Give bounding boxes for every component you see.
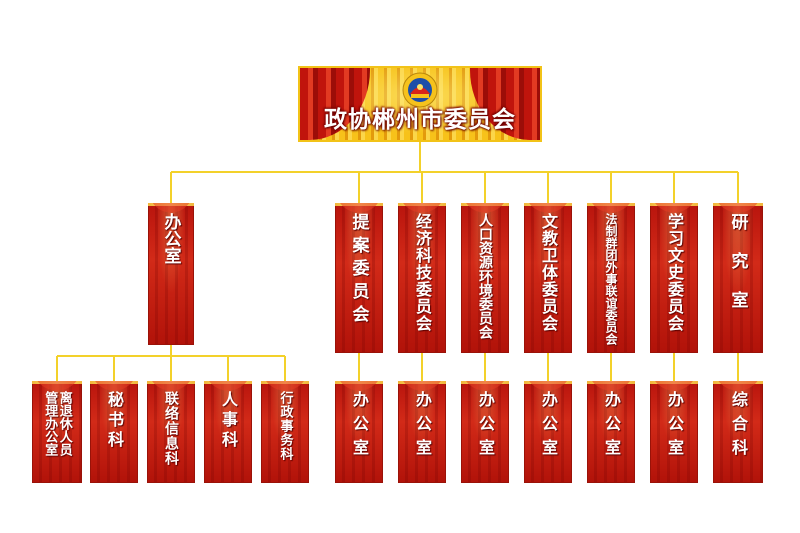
economy-office-node: 办公室 <box>398 381 446 483</box>
committee-history-node: 学习文史委员会 <box>650 203 698 353</box>
committee-economy-node: 经济科技委员会 <box>398 203 446 353</box>
research-office-node: 研究室 <box>713 203 763 353</box>
history-office-label: 办公室 <box>665 391 684 463</box>
culture-office-node: 办公室 <box>524 381 572 483</box>
retirees-office-label-a: 离退休人员 <box>56 391 72 456</box>
retirees-office-node: 离退休人员 管理办公室 <box>32 381 82 483</box>
committee-culture-node: 文教卫体委员会 <box>524 203 572 353</box>
research-office-label: 研究室 <box>727 213 748 330</box>
secretariat-node: 秘书科 <box>90 381 138 483</box>
general-section-node: 综合科 <box>713 381 763 483</box>
legal-office-label: 办公室 <box>602 391 621 463</box>
committee-proposal-node: 提案委员会 <box>335 203 383 353</box>
proposal-office-label: 办公室 <box>350 391 369 463</box>
header-banner: 政协郴州市委员会 <box>298 66 542 142</box>
general-section-label: 综合科 <box>729 391 748 463</box>
liaison-info-label: 联络信息科 <box>163 391 179 466</box>
proposal-office-node: 办公室 <box>335 381 383 483</box>
header-title: 政协郴州市委员会 <box>324 106 516 133</box>
liaison-info-node: 联络信息科 <box>147 381 195 483</box>
population-office-label: 办公室 <box>476 391 495 463</box>
personnel-node: 人事科 <box>204 381 252 483</box>
office-node: 办公室 <box>148 203 194 345</box>
history-office-node: 办公室 <box>650 381 698 483</box>
committee-population-label: 人口资源环境委员会 <box>477 213 493 339</box>
legal-office-node: 办公室 <box>587 381 635 483</box>
culture-office-label: 办公室 <box>539 391 558 463</box>
committee-culture-label: 文教卫体委员会 <box>539 213 558 332</box>
retirees-office-label-b: 管理办公室 <box>42 391 58 456</box>
personnel-label: 人事科 <box>219 391 238 451</box>
office-node-label: 办公室 <box>160 213 181 264</box>
committee-population-node: 人口资源环境委员会 <box>461 203 509 353</box>
committee-economy-label: 经济科技委员会 <box>413 213 432 332</box>
committee-history-label: 学习文史委员会 <box>665 213 684 332</box>
admin-affairs-node: 行政事务科 <box>261 381 309 483</box>
economy-office-label: 办公室 <box>413 391 432 463</box>
committee-legal-node: 法制群团外事联谊委员会 <box>587 203 635 353</box>
population-office-node: 办公室 <box>461 381 509 483</box>
cppcc-emblem-icon <box>402 72 438 108</box>
committee-proposal-label: 提案委员会 <box>348 213 369 328</box>
committee-legal-label: 法制群团外事联谊委员会 <box>604 213 618 345</box>
secretariat-label: 秘书科 <box>105 391 124 451</box>
admin-affairs-label: 行政事务科 <box>277 391 293 461</box>
